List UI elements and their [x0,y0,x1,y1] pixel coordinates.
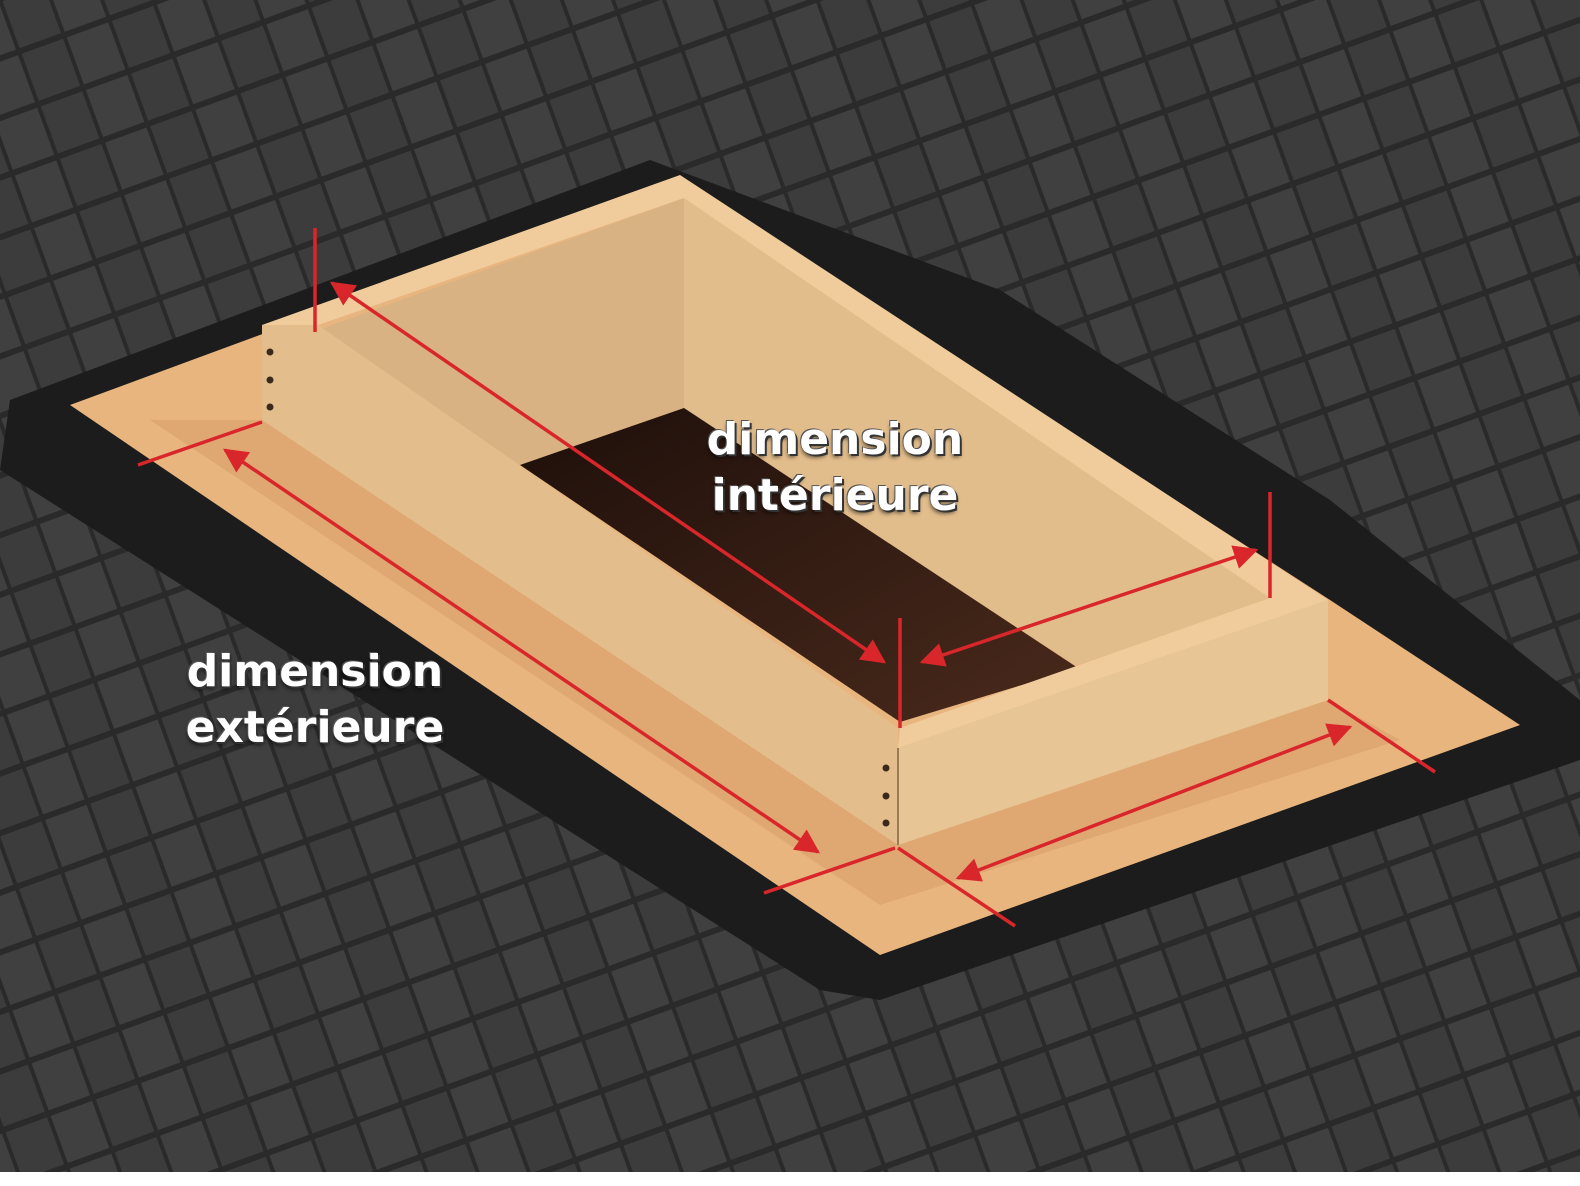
nail-holes [266,348,890,827]
exterior-tick-front [763,846,896,895]
exterior-label-line2: extérieure [185,702,445,753]
interior-label-line1: dimension [706,414,964,465]
interior-width-arrow [919,545,1259,667]
exterior-tick-front2 [897,846,1016,928]
interior-label-line2: intérieure [711,470,959,521]
exterior-label-line1: dimension [186,646,444,697]
exterior-length-arrow [222,448,821,854]
exterior-dimension-label: dimension extérieure [160,644,470,756]
exterior-tick-right [1327,698,1436,774]
exterior-width-arrow [955,723,1353,882]
dimension-arrows [137,228,1436,928]
interior-dimension-label: dimension intérieure [680,412,990,524]
frame-top-rim [262,175,1328,748]
exterior-tick-left [137,420,263,467]
